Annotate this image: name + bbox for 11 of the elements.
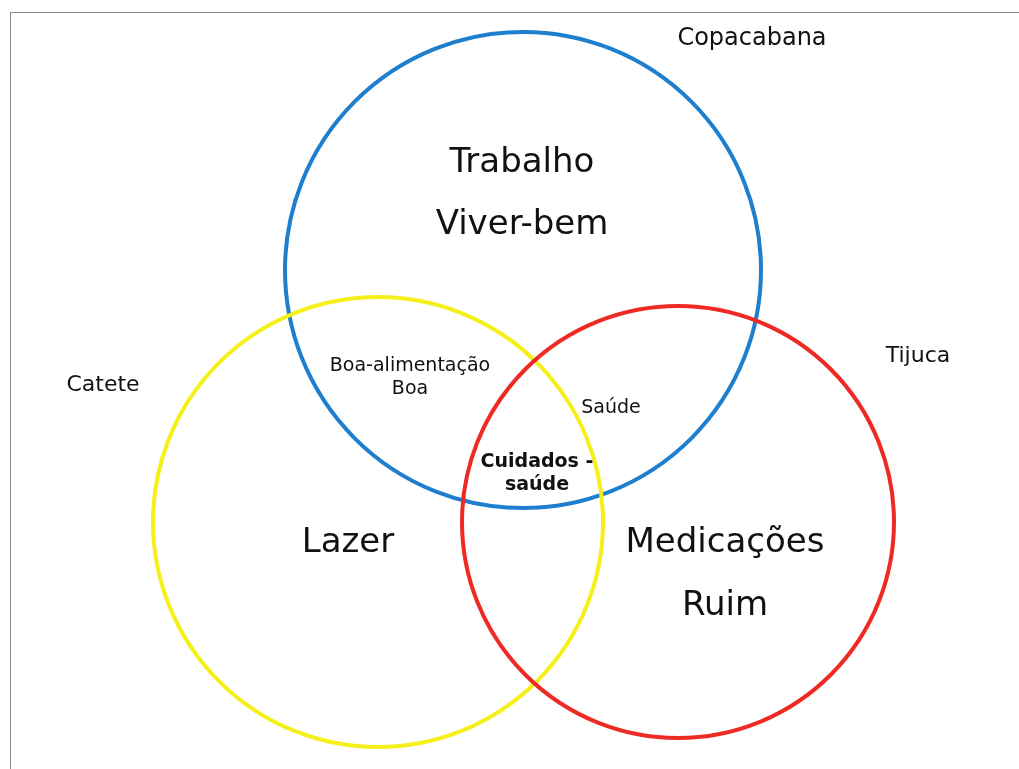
- place-label: Tijuca: [885, 341, 951, 369]
- set-label: Medicações: [625, 519, 825, 561]
- place-label: Catete: [66, 370, 140, 398]
- overlap-label: Boa-alimentação Boa: [328, 353, 492, 399]
- overlap-label: Cuidados -saúde: [479, 449, 595, 495]
- set-label: Ruim: [681, 582, 769, 624]
- set-label: Trabalho: [449, 139, 595, 181]
- set-label: Viver-bem: [435, 201, 609, 243]
- place-label: Copacabana: [677, 22, 827, 52]
- set-label: Lazer: [301, 519, 395, 561]
- overlap-label: Saúde: [580, 394, 642, 418]
